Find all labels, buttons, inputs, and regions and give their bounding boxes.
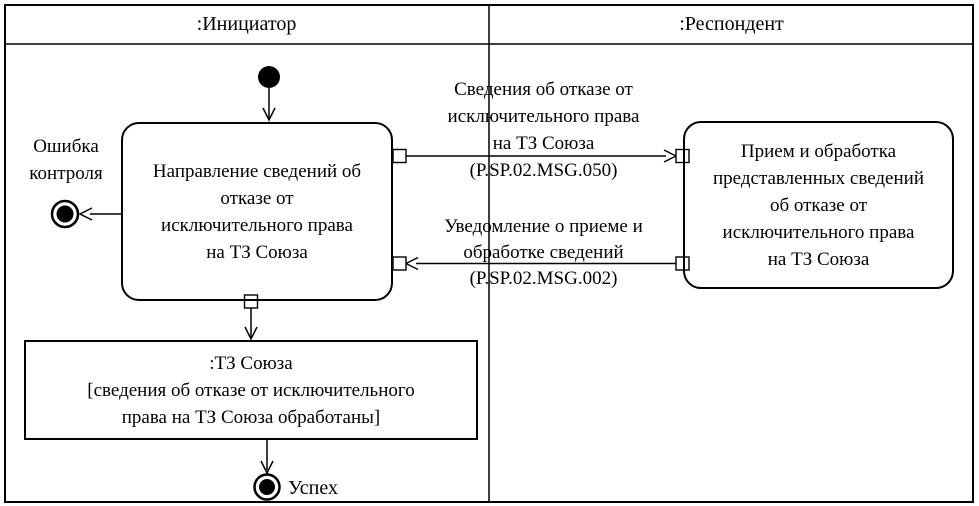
to-object-arrow	[244, 308, 258, 341]
pin-icon	[392, 256, 407, 271]
lane-header-respondent: :Респондент	[679, 12, 784, 35]
pin-icon	[675, 256, 690, 271]
request-message-label: Сведения об отказе от исключительного пр…	[447, 79, 640, 181]
success-final-node-icon	[253, 473, 281, 501]
lane-header-initiator: :Инициатор	[196, 12, 297, 35]
to-success-arrow	[260, 440, 274, 475]
initial-node-icon	[258, 66, 280, 88]
action-receive-process-info: Прием и обработка представленных сведени…	[683, 121, 954, 289]
start-arrow	[262, 88, 276, 122]
pin-icon	[392, 148, 407, 164]
response-message-label: Уведомление о приеме и обработке сведени…	[444, 216, 643, 289]
error-final-label: Ошибка контроля	[29, 136, 103, 184]
action-send-refusal-info: Направление сведений об отказе от исключ…	[121, 122, 393, 301]
error-final-node-icon	[50, 199, 80, 229]
success-final-label: Успех	[288, 477, 338, 499]
object-node-tz-union: :ТЗ Союза [сведения об отказе от исключи…	[24, 340, 478, 440]
error-arrow	[78, 207, 121, 221]
pin-icon	[675, 148, 690, 164]
